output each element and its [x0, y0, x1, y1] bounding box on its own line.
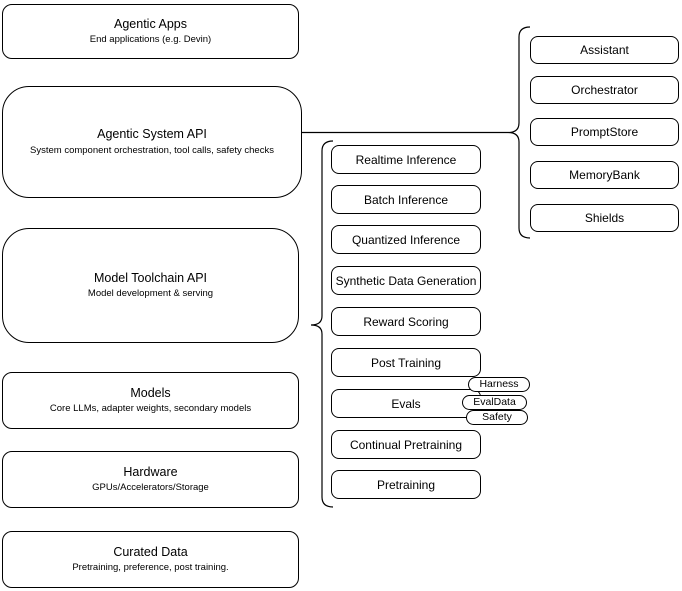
box-title: Models [130, 385, 171, 400]
box-curated-data: Curated Data Pretraining, preference, po… [2, 531, 299, 588]
pill-label: Harness [479, 378, 519, 391]
node-label: Continual Pretraining [349, 437, 463, 452]
node-label: MemoryBank [569, 168, 640, 182]
node-label: Assistant [580, 43, 629, 57]
node-label: Pretraining [376, 477, 436, 492]
box-subtitle: System component orchestration, tool cal… [30, 144, 274, 156]
node-continual-pretraining: Continual Pretraining [331, 430, 481, 459]
node-label: Reward Scoring [363, 314, 449, 329]
node-label: Orchestrator [571, 83, 638, 97]
node-label: Quantized Inference [351, 232, 461, 247]
node-post-training: Post Training [331, 348, 481, 377]
node-reward-scoring: Reward Scoring [331, 307, 481, 336]
pill-safety: Safety [466, 410, 528, 425]
node-assistant: Assistant [530, 36, 679, 64]
node-synthetic-data-generation: Synthetic Data Generation [331, 266, 481, 295]
box-agentic-system-api: Agentic System API System component orch… [2, 86, 302, 198]
node-label: Realtime Inference [355, 152, 457, 167]
node-label: Shields [584, 211, 625, 225]
node-orchestrator: Orchestrator [530, 76, 679, 104]
pill-harness: Harness [468, 377, 530, 392]
box-title: Agentic Apps [114, 16, 187, 31]
box-models: Models Core LLMs, adapter weights, secon… [2, 372, 299, 429]
node-shields: Shields [530, 204, 679, 232]
box-subtitle: Core LLMs, adapter weights, secondary mo… [49, 403, 252, 415]
node-label: Batch Inference [363, 192, 449, 207]
box-subtitle: GPUs/Accelerators/Storage [92, 482, 209, 494]
node-batch-inference: Batch Inference [331, 185, 481, 214]
box-title: Curated Data [113, 544, 188, 559]
node-evals: Evals [331, 389, 481, 418]
box-title: Hardware [123, 464, 178, 479]
node-label: Post Training [370, 355, 442, 370]
pill-label: Safety [482, 411, 512, 424]
node-promptstore: PromptStore [530, 118, 679, 146]
box-subtitle: Pretraining, preference, post training. [72, 562, 229, 574]
box-model-toolchain-api: Model Toolchain API Model development & … [2, 228, 299, 343]
pill-label: EvalData [473, 396, 516, 409]
node-realtime-inference: Realtime Inference [331, 145, 481, 174]
toolchain-brace [310, 140, 334, 508]
box-title: Agentic System API [97, 127, 207, 142]
node-label: PromptStore [570, 125, 639, 139]
node-pretraining: Pretraining [331, 470, 481, 499]
node-memorybank: MemoryBank [530, 161, 679, 189]
box-title: Model Toolchain API [93, 270, 208, 285]
node-quantized-inference: Quantized Inference [331, 225, 481, 254]
box-subtitle: End applications (e.g. Devin) [89, 34, 212, 46]
pill-evaldata: EvalData [462, 395, 527, 410]
node-label: Synthetic Data Generation [335, 273, 477, 288]
box-subtitle: Model development & serving [87, 288, 214, 300]
box-agentic-apps: Agentic Apps End applications (e.g. Devi… [2, 4, 299, 59]
node-label: Evals [391, 396, 421, 411]
system-components-brace [507, 26, 531, 239]
box-hardware: Hardware GPUs/Accelerators/Storage [2, 451, 299, 508]
